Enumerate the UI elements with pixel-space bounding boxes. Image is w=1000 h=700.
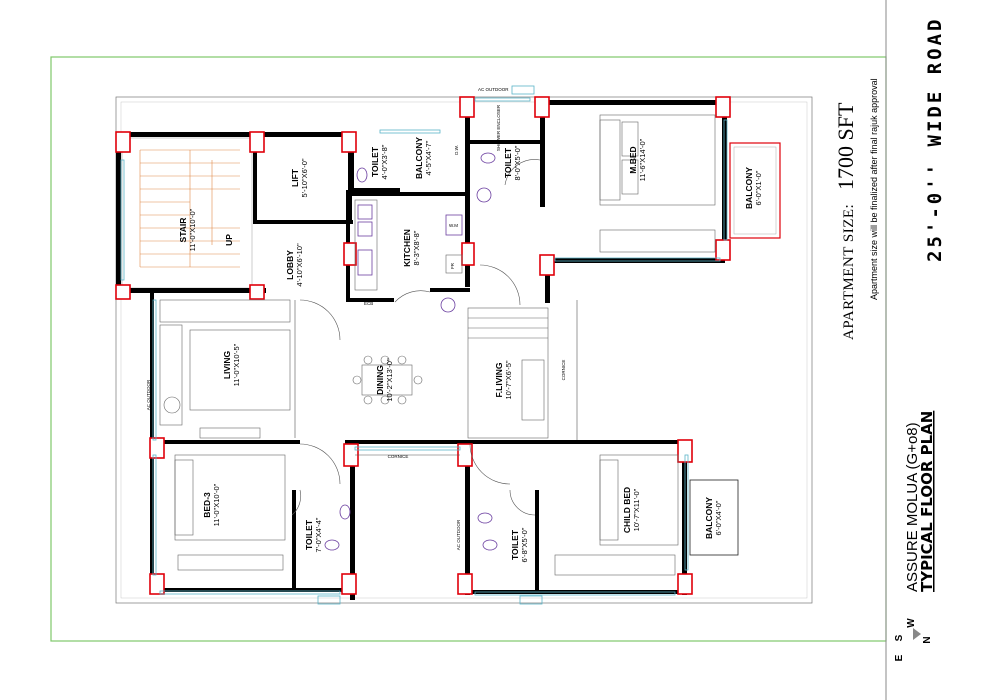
compass-n: N xyxy=(922,636,933,643)
compass-e: E xyxy=(894,654,905,661)
balcony-child-outline xyxy=(689,479,739,556)
lift-dim: 5'-10"X6'-0" xyxy=(300,158,309,197)
project-name: ASSURE MOLUA (G+o8) xyxy=(904,422,921,592)
toilet-master-name: TOILET xyxy=(503,147,513,178)
cornice-bottom: CORNICE xyxy=(388,454,409,459)
ac-outdoor-child: AC OUTDOOR xyxy=(456,519,461,550)
fr-label: FR xyxy=(450,262,455,269)
lift-name: LIFT xyxy=(290,168,300,187)
toilet-bed3-dim: 7'-0"X4'-4" xyxy=(314,517,323,552)
balcony-child-name: BALCONY xyxy=(704,497,714,539)
ac-outdoor-top: AC OUTDOOR xyxy=(478,87,509,92)
compass-arrow-icon xyxy=(913,628,921,640)
stair-up: UP xyxy=(224,234,234,246)
master-bed-dim: 11'-6"X14'-0" xyxy=(638,138,647,181)
toilet-master-dim: 8'-0"X5'-0" xyxy=(513,145,522,180)
small-labels: AC OUTDOOR AC OUTDOOR AC OUTDOOR SHOWER … xyxy=(146,87,566,550)
stair-area xyxy=(121,137,253,289)
child-bed-dim: 10'-7"X11'-0" xyxy=(632,488,641,531)
columns xyxy=(115,96,731,595)
shower-label: SHOWER ENCLOSER xyxy=(496,104,501,151)
dining-name: DINING xyxy=(375,365,385,395)
toilet-bed3-name: TOILET xyxy=(304,519,314,550)
apartment-size-value: 1700 SFT xyxy=(833,102,858,190)
windows xyxy=(120,85,728,605)
living-name: LIVING xyxy=(222,350,232,379)
balcony-master-dim: 6'-0"X1'-0" xyxy=(754,170,763,205)
ac-outdoor-left: AC OUTDOOR xyxy=(146,379,151,410)
apartment-size-label: APARTMENT SIZE: xyxy=(841,204,857,340)
bed3-dim: 11'-0"X10'-0" xyxy=(212,483,221,526)
balcony-master-name: BALCONY xyxy=(744,167,754,209)
approval-note-text: Apartment size will be finalized after f… xyxy=(869,78,879,300)
lobby-name: LOBBY xyxy=(285,250,295,280)
furniture xyxy=(159,114,716,576)
lobby-dim: 4'-10"X6'-10" xyxy=(295,243,304,287)
compass-s: S xyxy=(894,634,905,641)
stair-name: STAIR xyxy=(178,218,188,243)
compass: S W E N xyxy=(894,618,933,662)
toilet-child-name: TOILET xyxy=(510,529,520,560)
living-dim: 11'-0"X10'-5" xyxy=(232,343,241,386)
child-bed-name: CHILD BED xyxy=(622,487,632,533)
room-labels: STAIR 11'-0"X10'-0" UP LIFT 5'-10"X6'-0"… xyxy=(178,137,763,563)
balcony-kitchen-name: BALCONY xyxy=(414,137,424,179)
road-label: 25'-0'' WIDE ROAD xyxy=(924,17,946,262)
bed3-name: BED-3 xyxy=(202,492,212,518)
approval-note: Apartment size will be finalized after f… xyxy=(869,78,879,300)
project-title: ASSURE MOLUA (G+o8) TYPICAL FLOOR PLAN xyxy=(904,411,936,592)
balcony-child-dim: 6'-0"X4'-0" xyxy=(714,500,723,535)
toilet-small-dim: 4'-0"X3'-8" xyxy=(380,144,389,179)
family-living-dim: 10'-7"X6'-5" xyxy=(504,360,513,399)
dining-dim: 10'-2"X13'-0" xyxy=(385,358,394,402)
apartment-size: APARTMENT SIZE: 1700 SFT xyxy=(833,102,858,340)
plan-title: TYPICAL FLOOR PLAN xyxy=(918,411,936,592)
wm-label: W.M xyxy=(449,223,458,228)
balcony-kitchen-dim: 4'-5"X4'-7" xyxy=(424,140,433,175)
family-living-name: F.LIVING xyxy=(494,362,504,397)
kitchen-dim: 8'-3"X8'-8" xyxy=(412,230,421,265)
toilet-small-name: TOILET xyxy=(370,146,380,177)
ecb-label: ECB xyxy=(364,301,373,306)
dw-label: D.W. xyxy=(454,145,459,155)
road-text: 25'-0'' WIDE ROAD xyxy=(924,17,946,262)
compass-w: W xyxy=(906,618,917,628)
balcony-master-outline xyxy=(729,142,781,239)
master-bed-name: M.BED xyxy=(628,146,638,173)
cornice-right: CORNICE xyxy=(561,360,566,381)
kitchen-name: KITCHEN xyxy=(402,229,412,267)
toilet-child-dim: 6'-8"X5'-0" xyxy=(520,527,529,562)
stair-dim: 11'-0"X10'-0" xyxy=(188,208,197,251)
